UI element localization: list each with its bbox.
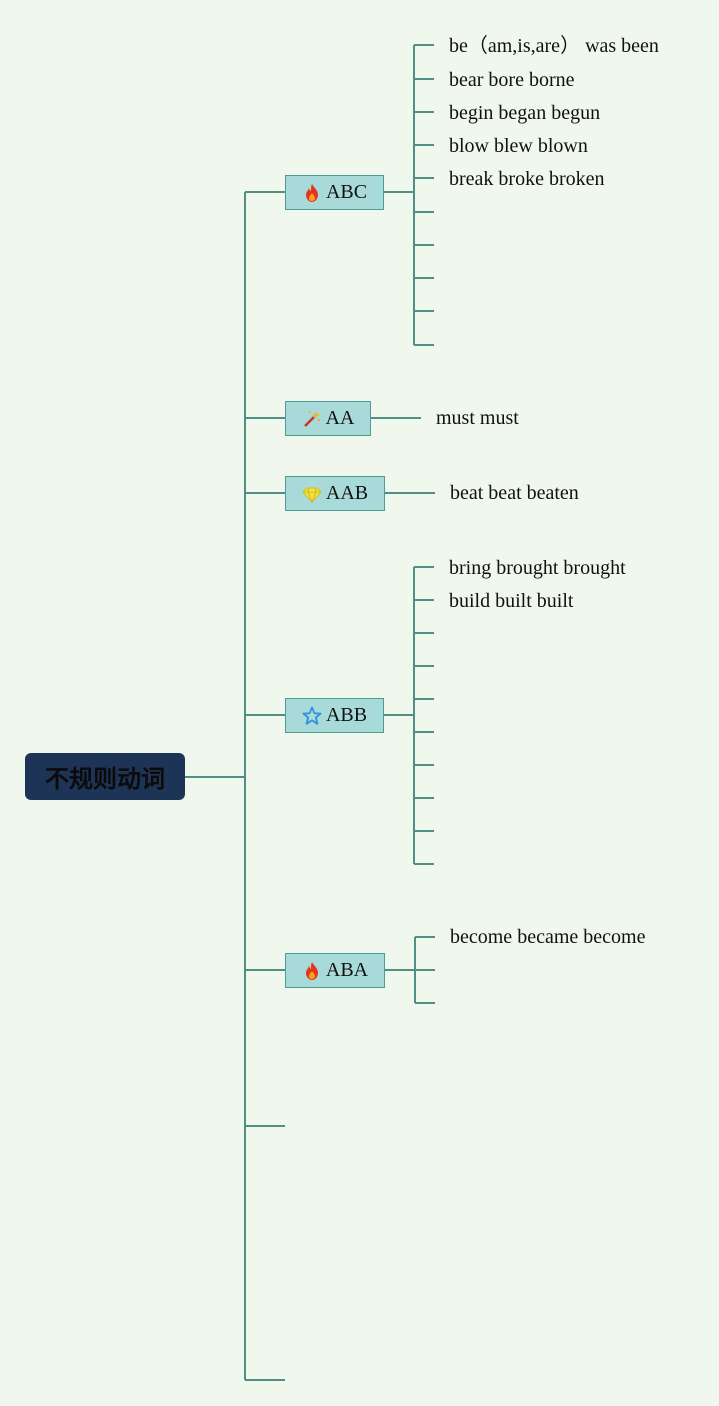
- branch-label: ABC: [325, 181, 368, 203]
- root-topic[interactable]: 不规则动词: [25, 753, 185, 800]
- branch-aba[interactable]: ABA: [285, 953, 385, 988]
- leaf-item[interactable]: build built built: [449, 590, 574, 612]
- leaf-item[interactable]: bring brought brought: [449, 557, 626, 579]
- leaf-item[interactable]: blow blew blown: [449, 135, 588, 157]
- branch-label: ABA: [325, 959, 369, 981]
- star-icon: [302, 706, 322, 726]
- branch-label: ABB: [325, 704, 368, 726]
- branch-abb[interactable]: ABB: [285, 698, 384, 733]
- magic-wand-icon: [302, 409, 322, 429]
- leaf-item[interactable]: bear bore borne: [449, 69, 575, 91]
- branch-label: AAB: [325, 482, 369, 504]
- leaf-item[interactable]: begin began begun: [449, 102, 601, 124]
- leaf-item[interactable]: become became become: [450, 926, 646, 948]
- diamond-icon: [302, 484, 322, 504]
- branch-aab[interactable]: AAB: [285, 476, 385, 511]
- leaf-item[interactable]: beat beat beaten: [450, 482, 579, 504]
- leaf-item[interactable]: must must: [436, 407, 519, 429]
- root-title: 不规则动词: [45, 765, 165, 793]
- leaf-item[interactable]: be（am,is,are） was been: [449, 35, 659, 57]
- fire-icon: [302, 961, 322, 981]
- leaf-item[interactable]: break broke broken: [449, 168, 605, 190]
- branch-label: AA: [325, 407, 355, 429]
- branch-abc[interactable]: ABC: [285, 175, 384, 210]
- fire-icon: [302, 183, 322, 203]
- branch-aa[interactable]: AA: [285, 401, 371, 436]
